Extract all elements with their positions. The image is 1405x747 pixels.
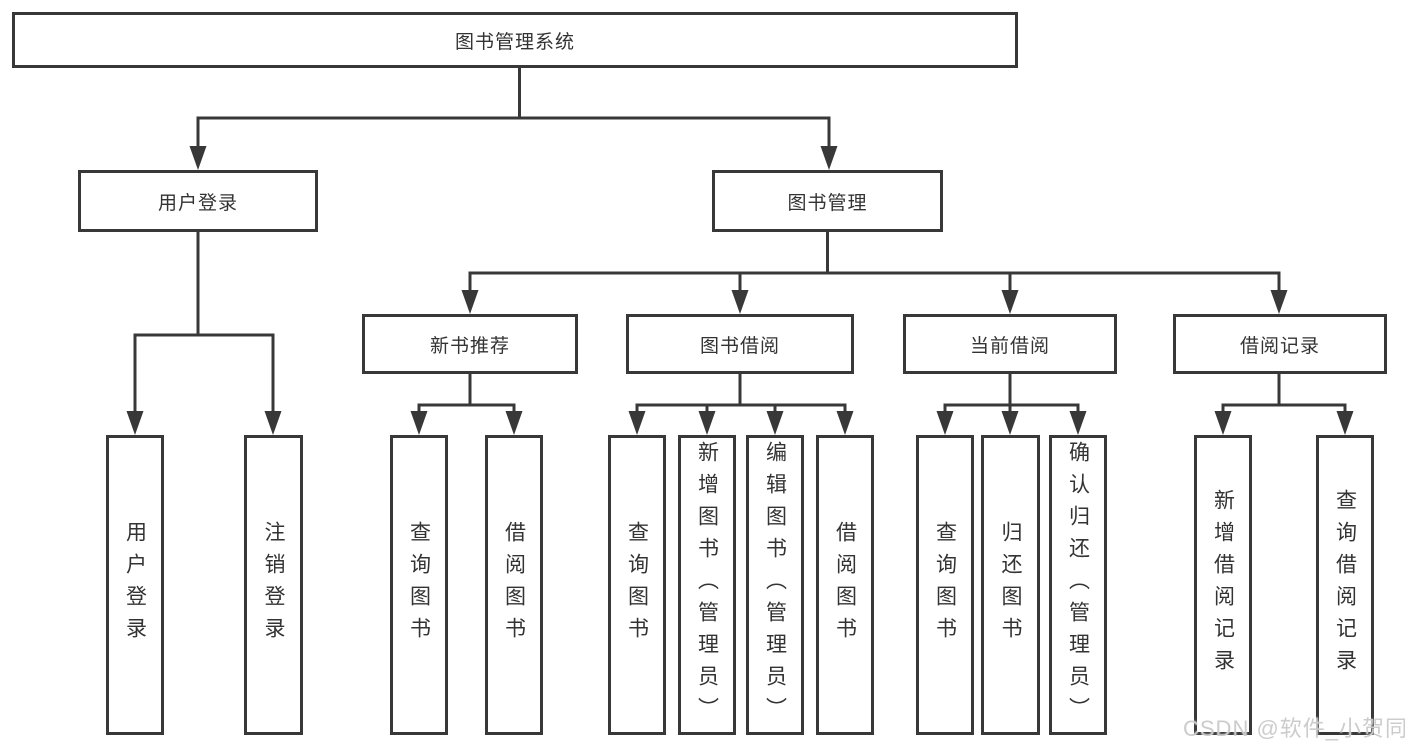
leaf-add-book-admin: 新增图书（管理员） <box>678 435 736 735</box>
connector-user-login-branch <box>133 232 275 427</box>
leaf-borrow-books-recommend: 借阅图书 <box>485 435 543 735</box>
node-current-borrowing: 当前借阅 <box>903 314 1117 374</box>
connector-book-mgmt-branch <box>468 232 1281 306</box>
connector-root-to-level2 <box>196 68 831 162</box>
leaf-user-login: 用户登录 <box>106 435 164 735</box>
arrowheads-book-mgmt-branch <box>461 290 1288 314</box>
connector-book-borrow-branch <box>635 374 847 427</box>
node-new-book-recommend: 新书推荐 <box>362 314 578 374</box>
leaf-return-books: 归还图书 <box>981 435 1040 735</box>
node-library-system: 图书管理系统 <box>12 12 1018 68</box>
node-book-borrowing: 图书借阅 <box>626 314 854 374</box>
leaf-query-books-current: 查询图书 <box>916 435 974 735</box>
arrowheads-user-login-branch <box>126 411 282 435</box>
leaf-borrow-books-borrowing: 借阅图书 <box>816 435 874 735</box>
arrowheads-level2 <box>189 146 838 170</box>
node-user-login: 用户登录 <box>78 170 318 232</box>
arrowheads-leaf-level <box>410 411 1354 435</box>
leaf-query-books-recommend: 查询图书 <box>390 435 448 735</box>
node-borrowing-records: 借阅记录 <box>1173 314 1387 374</box>
node-book-management: 图书管理 <box>712 170 943 232</box>
leaf-logout: 注销登录 <box>244 435 303 735</box>
leaf-query-books-borrowing: 查询图书 <box>608 435 666 735</box>
connector-new-book-branch <box>417 374 516 427</box>
leaf-confirm-return-admin: 确认归还（管理员） <box>1049 435 1107 735</box>
csdn-watermark: CSDN @软件_小贺同学 <box>1183 716 1405 741</box>
leaf-add-borrow-record: 新增借阅记录 <box>1194 435 1252 735</box>
connector-borrow-record-branch <box>1221 374 1347 427</box>
leaf-query-borrow-record: 查询借阅记录 <box>1316 435 1374 735</box>
leaf-edit-book-admin: 编辑图书（管理员） <box>746 435 804 735</box>
